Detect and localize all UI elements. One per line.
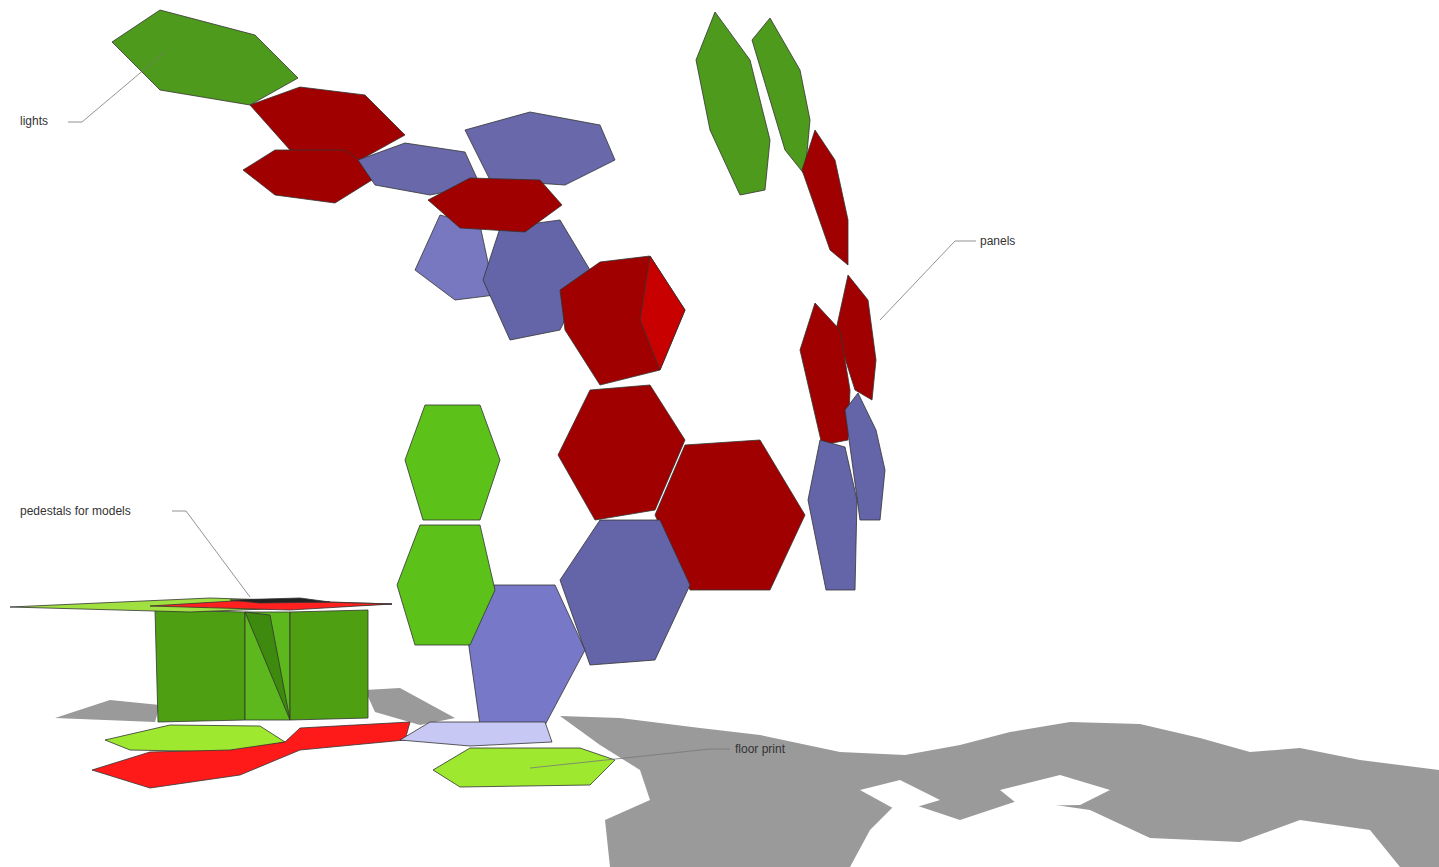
callout-label: pedestals for models [18,504,133,518]
pedestal [10,598,392,722]
panel [808,440,857,590]
callout-label: floor print [733,742,787,756]
callout-label: lights [18,114,50,128]
floor-print [92,722,615,788]
panel [752,18,810,175]
leader-lines [68,52,976,768]
panel [250,87,405,160]
panel [465,112,615,185]
panel [640,256,685,370]
callout-label: panels [978,234,1017,248]
lights [112,10,298,105]
panel [802,130,848,265]
panel [397,525,495,645]
panel [800,303,850,445]
panel [243,150,380,203]
panel [428,178,562,232]
panel [405,405,500,520]
panel [560,256,685,385]
